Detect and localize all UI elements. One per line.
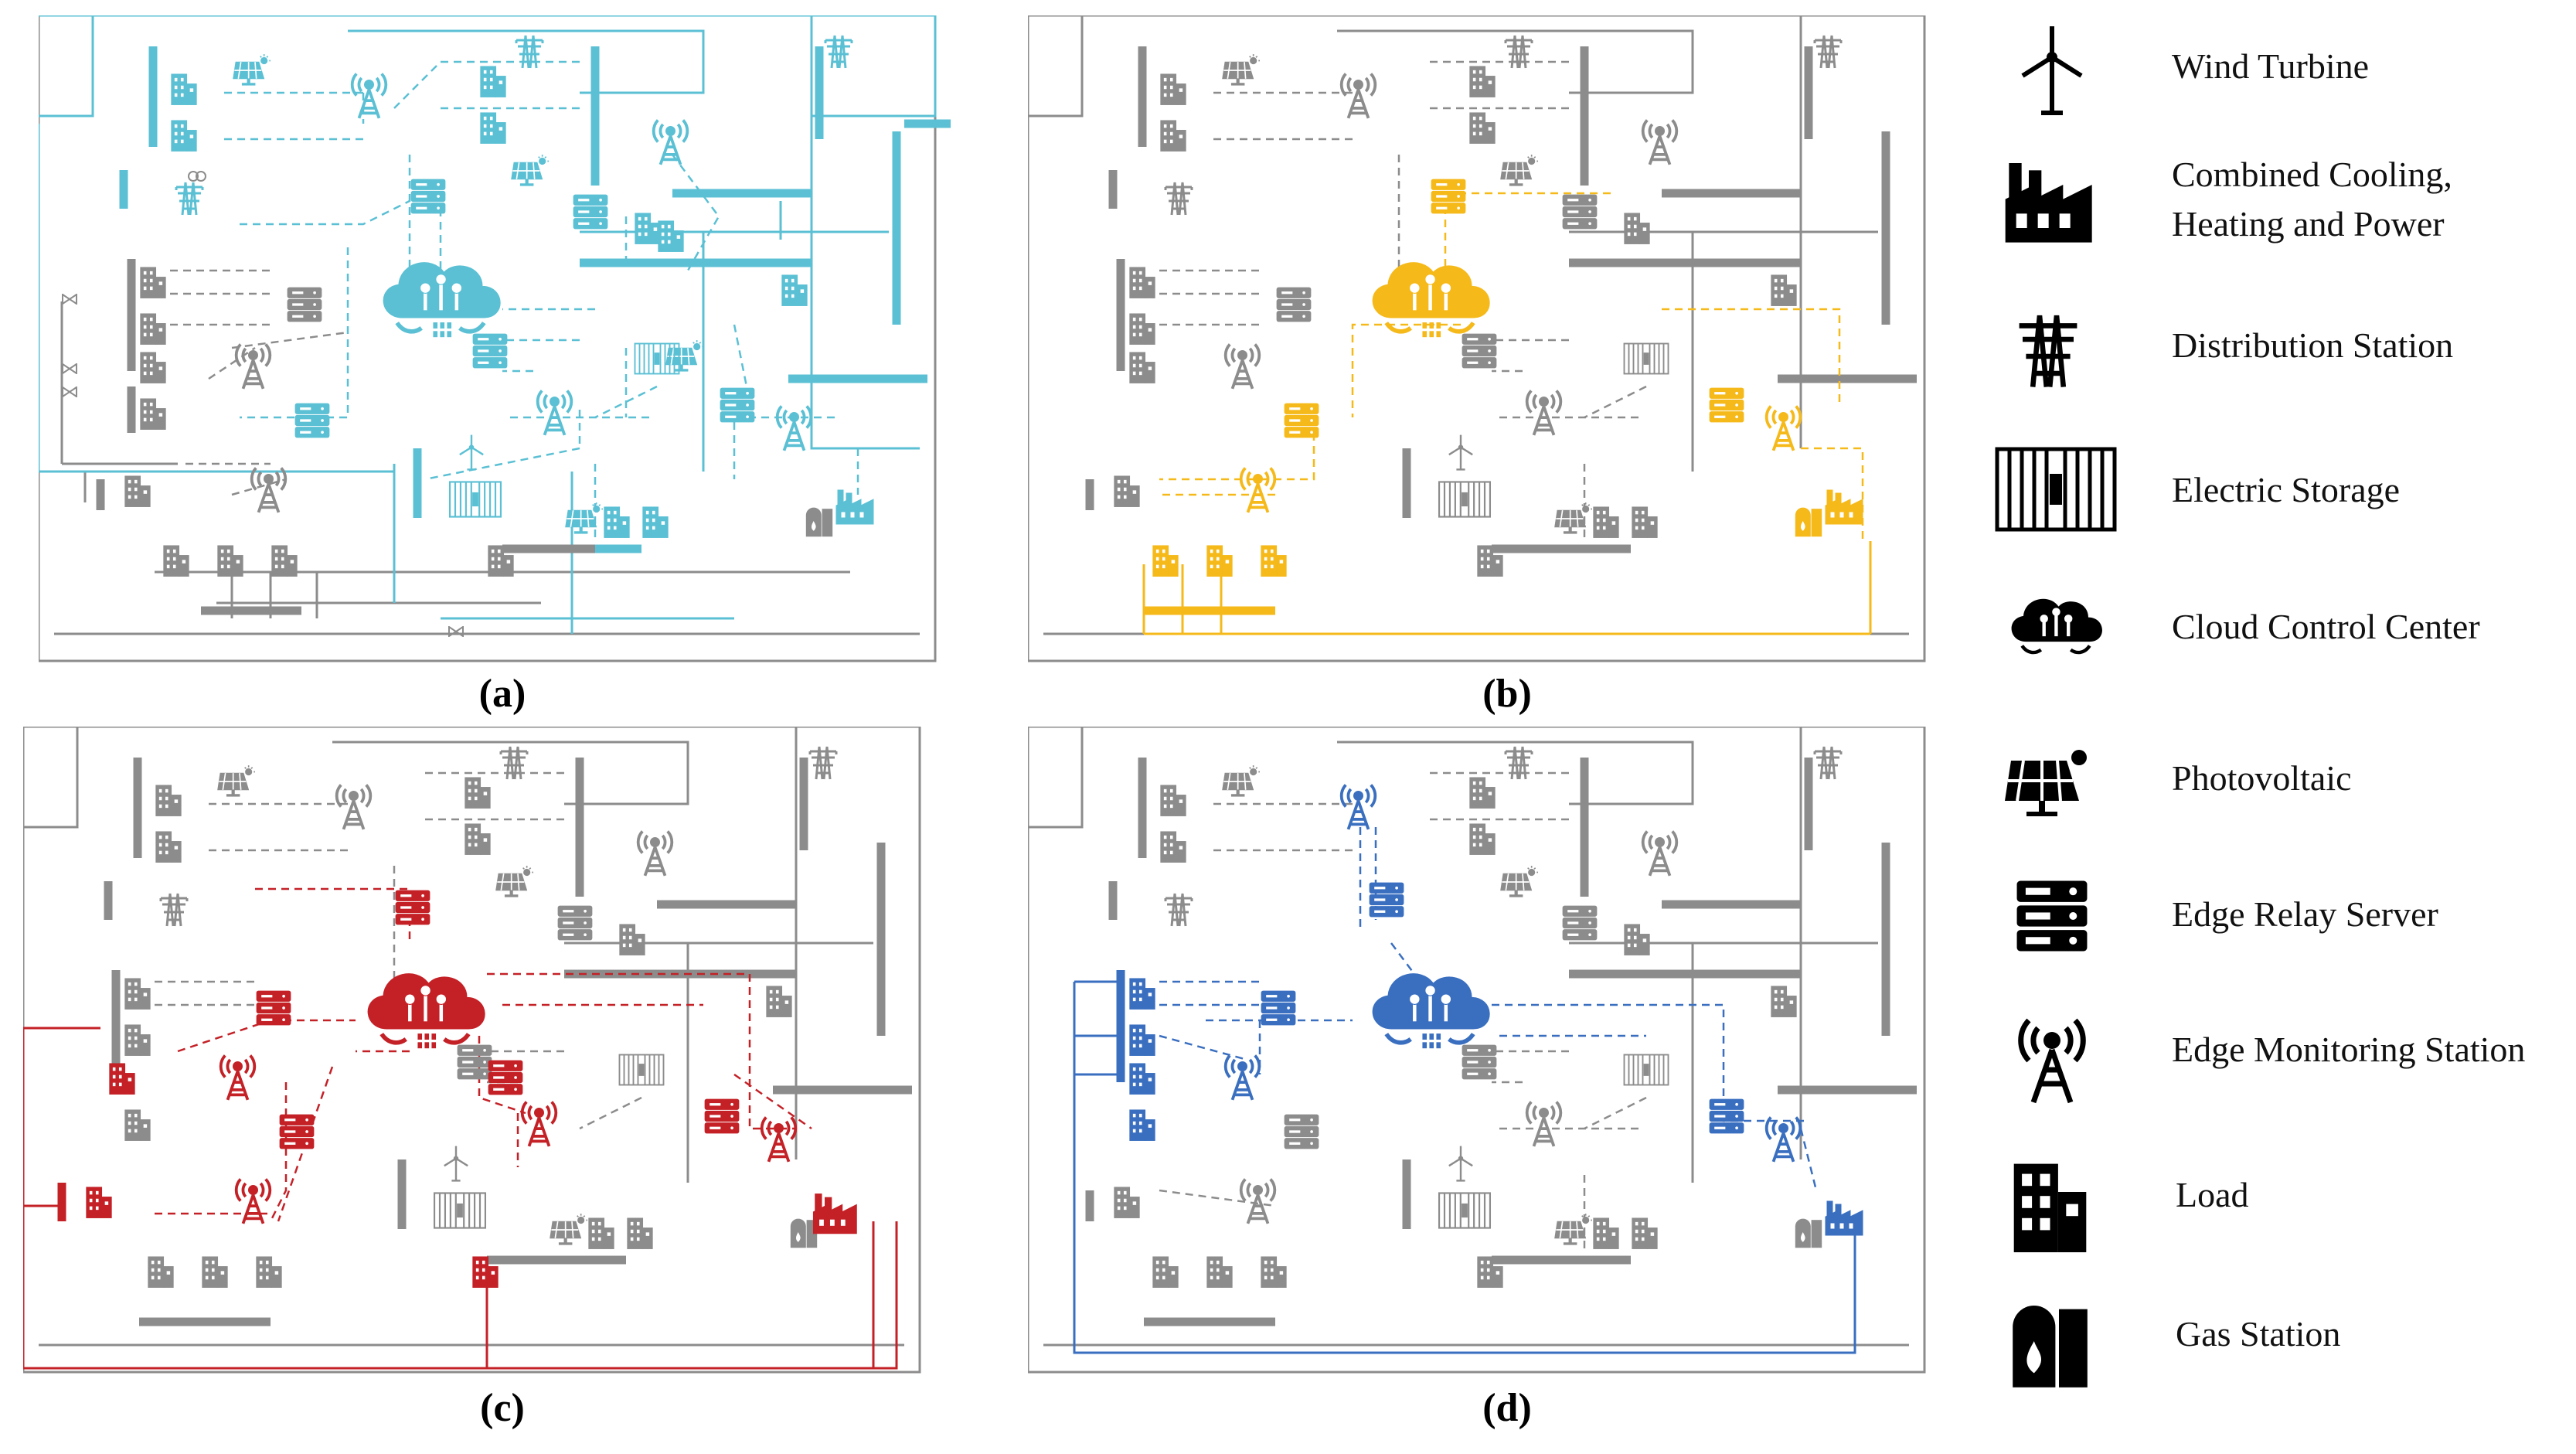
electric-storage-icon [1995,447,2117,532]
panel-a-diagram [39,15,951,662]
legend-label: Distribution Station [2172,325,2454,365]
panel-b: (b) [1028,15,1955,716]
panel-d: (d) [1028,727,1955,1430]
panel-d-diagram [1028,727,1926,1374]
legend-item-cchp: Combined Cooling, Heating and Power [1979,139,2576,263]
legend-label: Wind Turbine [2172,46,2370,86]
legend-item-distribution-station: Distribution Station [1979,290,2576,414]
caption-c: (c) [480,1386,525,1430]
legend-item-electric-storage: Electric Storage [1979,424,2576,547]
legend-item-photovoltaic: Photovoltaic [1979,723,2576,846]
legend-label: Cloud Control Center [2172,607,2480,646]
legend-item-load: Load [1979,1136,2576,1260]
legend-label: Gas Station [2176,1314,2341,1354]
caption-a: (a) [478,672,526,716]
distribution-station-icon [2019,315,2077,387]
legend-item-gas-station: Gas Station [1979,1275,2576,1399]
wind-turbine-icon [2021,26,2083,115]
legend: Wind Turbine Combined Cooling, Heating a… [1979,0,2576,1454]
caption-b: (b) [1482,672,1532,716]
gas-station-icon [2013,1306,2088,1388]
legend-label: Combined Cooling, Heating and Power [2172,155,2452,243]
legend-item-edge-monitoring-station: Edge Monitoring Station [1979,997,2576,1121]
edge-monitoring-station-icon [2018,1018,2086,1104]
cchp-factory-icon [2005,163,2092,243]
legend-label: Edge Monitoring Station [2172,1030,2526,1069]
cloud-control-center-icon [2011,598,2102,655]
legend-label: Load [2176,1175,2249,1214]
panel-a: (a) [39,15,966,716]
legend-item-wind-turbine: Wind Turbine [1979,8,2576,131]
photovoltaic-icon [2005,750,2087,816]
legend-label: Photovoltaic [2172,758,2352,798]
panel-c: (c) [23,727,951,1430]
panel-c-diagram [23,727,921,1374]
legend-item-edge-relay-server: Edge Relay Server [1979,862,2576,986]
panel-b-diagram [1028,15,1926,662]
edge-relay-server-icon [2016,880,2088,952]
caption-d: (d) [1482,1386,1532,1430]
legend-label: Electric Storage [2172,470,2401,509]
load-icon [2013,1163,2087,1252]
legend-label: Edge Relay Server [2172,894,2438,934]
legend-item-cloud-control-center: Cloud Control Center [1979,568,2576,692]
